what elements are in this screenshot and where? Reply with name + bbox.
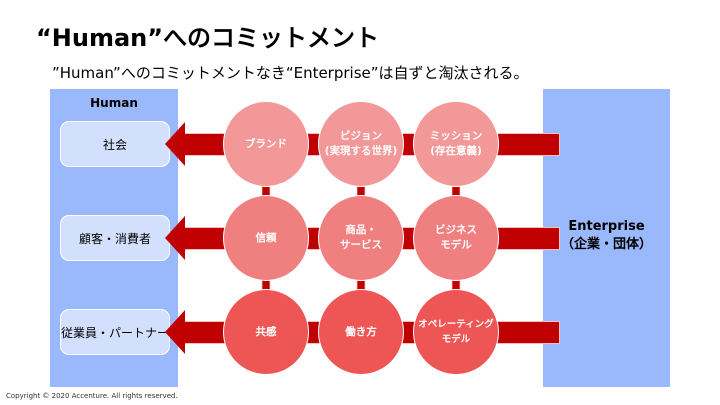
enterprise-title: Enterprise [568, 219, 645, 234]
page-subtitle: ”Human”へのコミットメントなき“Enterprise”は自ずと淘汰される。 [52, 64, 529, 82]
concept-circle: 商品・ サービス [318, 195, 404, 281]
concept-circle: 働き方 [318, 289, 404, 375]
enterprise-label: Enterprise （企業・団体） [543, 218, 670, 254]
concept-circle: ビジネス モデル [413, 195, 499, 281]
flow-arrowhead-icon [165, 310, 185, 354]
enterprise-subtitle: （企業・団体） [560, 237, 652, 252]
copyright: Copyright © 2020 Accenture. All rights r… [6, 392, 178, 400]
human-item-box: 顧客・消費者 [60, 215, 170, 261]
concept-circle: 信頼 [223, 195, 309, 281]
flow-arrowhead-icon [165, 122, 185, 166]
human-item-box: 従業員・パートナー [60, 309, 170, 355]
human-label: Human [90, 96, 138, 110]
flow-arrowhead-icon [165, 216, 185, 260]
concept-circle: ミッション (存在意義) [413, 101, 499, 187]
concept-circle: ブランド [223, 101, 309, 187]
enterprise-panel [543, 89, 670, 387]
concept-circle: ビジョン (実現する世界) [318, 101, 404, 187]
concept-circle: オペレーティング モデル [413, 289, 499, 375]
human-item-box: 社会 [60, 121, 170, 167]
concept-circle: 共感 [223, 289, 309, 375]
page-title: “Human”へのコミットメント [36, 24, 380, 52]
